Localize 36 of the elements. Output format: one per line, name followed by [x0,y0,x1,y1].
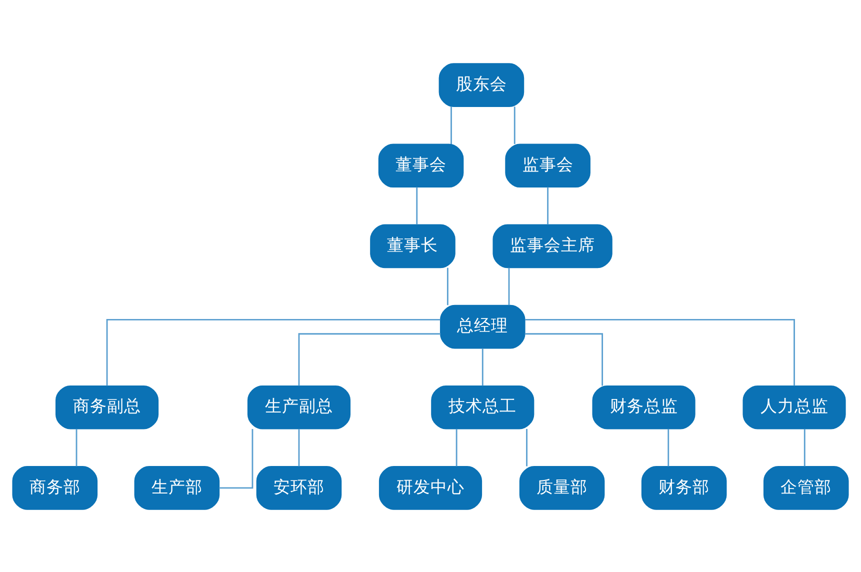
connector [526,428,528,466]
connector [524,318,795,386]
node-box: 财务总监 [592,384,696,429]
node-box: 商务副总 [55,384,159,429]
node-box: 企管部 [763,466,849,510]
node-box: 财务部 [641,466,727,510]
node-box: 质量部 [519,466,605,510]
connector [416,186,418,224]
node-box: 研发中心 [378,466,482,510]
connector [446,267,448,305]
node-box: 人力总监 [742,384,846,429]
node-box: 股东会 [438,62,524,106]
connector [514,106,516,144]
connector [524,332,604,386]
connector [298,332,440,386]
node-box: 总经理 [440,304,526,348]
node-box: 董事会 [378,143,464,188]
connector [450,106,452,144]
node-box: 安环部 [256,466,342,510]
node-box: 生产副总 [247,384,351,429]
node-box: 监事会主席 [492,224,612,268]
connector [106,318,440,386]
connector [298,428,300,466]
node-box: 生产部 [134,466,220,510]
connector [482,348,484,386]
connector [219,428,254,488]
node-box: 董事长 [370,224,456,268]
connector [456,428,458,466]
node-box: 监事会 [505,143,590,188]
node-box: 技术总工 [431,384,534,429]
node-box: 商务部 [12,466,98,510]
connector [76,428,78,466]
connector [547,186,549,224]
connector [668,428,670,466]
connector [508,267,510,305]
connector [804,428,806,466]
